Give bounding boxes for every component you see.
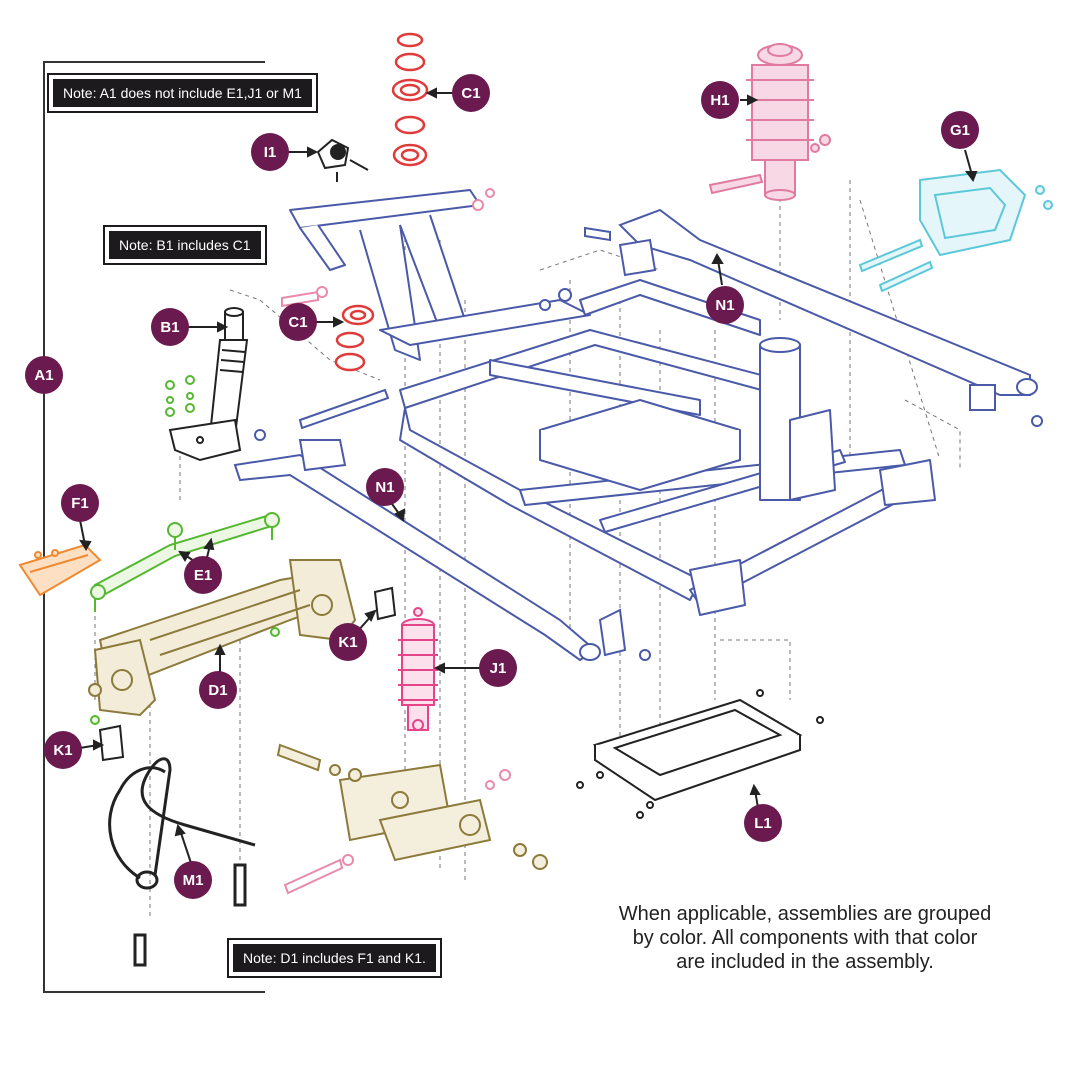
callout-n1-left[interactable]: N1 [366, 468, 404, 506]
callout-e1-label: E1 [194, 567, 212, 584]
m1-tiller-handle [108, 757, 256, 967]
main-frame-a1 [289, 189, 936, 616]
callout-a1-label: A1 [34, 367, 53, 384]
callout-f1-label: F1 [71, 495, 89, 512]
callout-i1-label: I1 [264, 144, 277, 161]
pink-fasteners [281, 188, 511, 895]
callout-l1-label: L1 [754, 815, 772, 832]
e1-tie-rod [90, 512, 280, 725]
callout-n1-right-label: N1 [715, 297, 734, 314]
callout-d1-label: D1 [208, 682, 227, 699]
i1-seat-release-knob [316, 138, 369, 182]
callout-i1[interactable]: I1 [251, 133, 289, 171]
callout-k1-left-label: K1 [53, 742, 72, 759]
callout-k1-right[interactable]: K1 [329, 623, 367, 661]
callout-m1-label: M1 [183, 872, 204, 889]
callout-d1[interactable]: D1 [199, 671, 237, 709]
caption-line-3: are included in the assembly. [676, 951, 934, 973]
d1-front-axle [88, 559, 357, 717]
callout-j1-label: J1 [490, 660, 507, 677]
callout-l1[interactable]: L1 [744, 804, 782, 842]
callout-k1-left[interactable]: K1 [44, 731, 82, 769]
j1-shock-absorber [398, 607, 438, 731]
blue-fasteners [254, 226, 1043, 661]
caption-line-2: by color. All components with that color [632, 927, 978, 949]
callout-g1[interactable]: G1 [941, 111, 979, 149]
callout-f1[interactable]: F1 [61, 484, 99, 522]
callout-c1-top[interactable]: C1 [452, 74, 490, 112]
callout-badges: A1 C1 I1 H1 G1 B1 C1 N1 N1 F1 E1 D1 K1 J… [25, 74, 979, 899]
callout-c1-mid[interactable]: C1 [279, 303, 317, 341]
callout-b1[interactable]: B1 [151, 308, 189, 346]
c1-bearings-top [391, 32, 429, 167]
callout-n1-left-label: N1 [375, 479, 394, 496]
callout-b1-label: B1 [160, 319, 179, 336]
callout-h1-label: H1 [710, 92, 729, 109]
assembly-leader-lines [94, 180, 961, 920]
note-d1: Note: D1 includes F1 and K1. [227, 938, 442, 978]
callout-e1[interactable]: E1 [184, 556, 222, 594]
g1-cover [858, 168, 1053, 293]
k1-stop-blocks [98, 586, 397, 762]
f1-bumper [18, 543, 102, 597]
callout-n1-right[interactable]: N1 [706, 286, 744, 324]
callout-c1-mid-label: C1 [288, 314, 307, 331]
n1-torsion-bars [233, 208, 1038, 662]
b1-steering-column [168, 307, 249, 462]
green-nuts [165, 375, 195, 417]
l1-battery-tray [576, 689, 824, 819]
caption-line-1: When applicable, assemblies are grouped [618, 903, 992, 925]
color-grouping-caption: When applicable, assemblies are grouped … [585, 902, 1025, 974]
callout-a1[interactable]: A1 [25, 356, 63, 394]
note-b1: Note: B1 includes C1 [103, 225, 267, 265]
c1-bearings-mid [334, 304, 375, 372]
callout-k1-right-label: K1 [338, 634, 357, 651]
a1-bracket [43, 61, 265, 993]
callout-g1-label: G1 [950, 122, 970, 139]
note-a1: Note: A1 does not include E1,J1 or M1 [47, 73, 318, 113]
callout-j1[interactable]: J1 [479, 649, 517, 687]
callout-m1[interactable]: M1 [174, 861, 212, 899]
callout-arrows [79, 87, 978, 876]
callout-h1[interactable]: H1 [701, 81, 739, 119]
swing-arm [276, 743, 548, 870]
callout-c1-top-label: C1 [461, 85, 480, 102]
h1-seat-post [708, 43, 831, 201]
